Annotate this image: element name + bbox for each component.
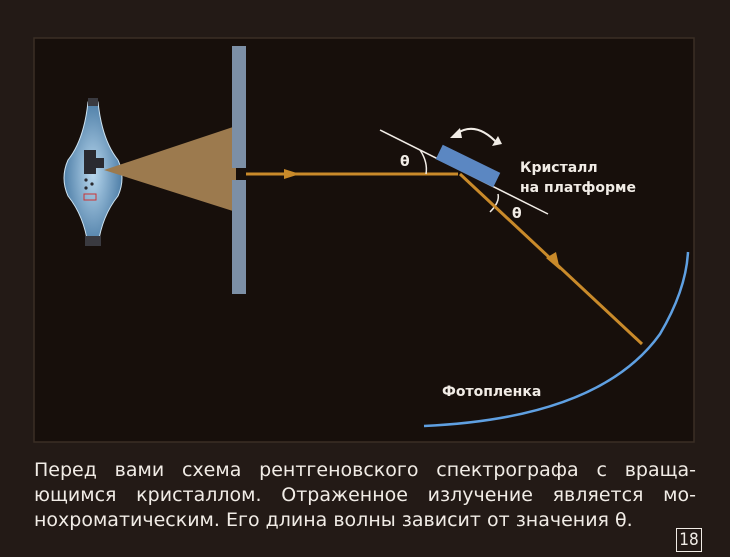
rotation-arrow-icon — [450, 127, 502, 146]
theta-label-upper: θ — [400, 154, 410, 170]
reflected-beam-arrowhead — [546, 252, 560, 270]
diagram-panel — [33, 37, 695, 443]
film-label: Фотопленка — [442, 384, 541, 400]
theta-upper-arc — [419, 149, 428, 175]
x-ray-beam-cone — [104, 126, 236, 212]
incident-beam-arrowhead — [284, 169, 300, 179]
frame-number: 18 — [676, 528, 702, 552]
crystal — [435, 144, 501, 188]
crystal-label-line2: на платформе — [520, 180, 636, 196]
crystal-label-line1: Кристалл — [520, 160, 598, 176]
theta-label-lower: θ — [512, 206, 522, 222]
x-ray-tube-icon — [63, 98, 123, 246]
photographic-film — [423, 251, 690, 428]
slit-plate-lower — [232, 180, 246, 294]
slit-plate-upper — [232, 46, 246, 168]
caption-text: Перед вами схема рентгеновского спектрог… — [34, 459, 696, 531]
theta-lower-arc — [489, 193, 500, 213]
